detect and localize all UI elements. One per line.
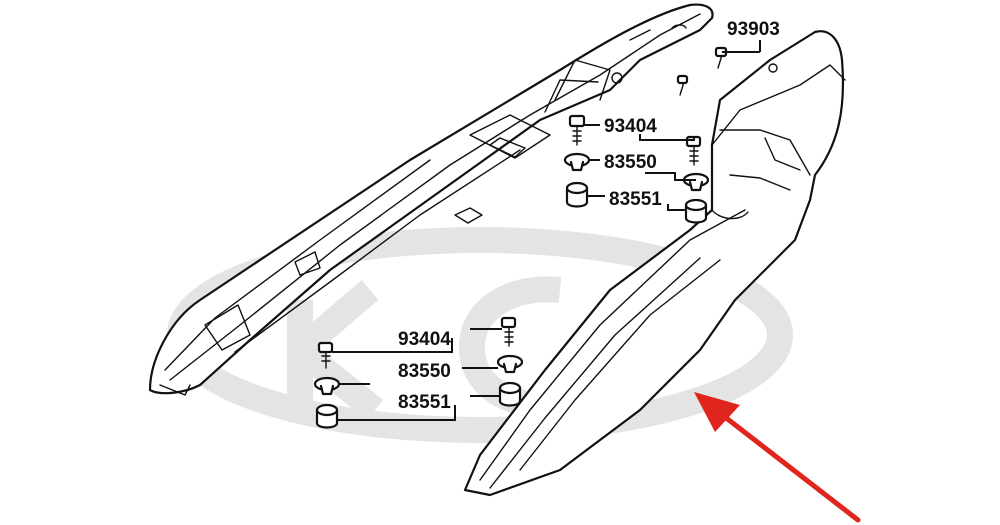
callout-83551-upper: 83551 (609, 189, 662, 210)
red-pointer-arrow (694, 392, 861, 523)
washer-lower-right (496, 354, 524, 374)
grommet-lower-left (315, 403, 339, 429)
leader-lines (332, 40, 761, 421)
screw-93903 (676, 46, 728, 96)
callout-93903: 93903 (727, 19, 780, 40)
bolt-lower-left (317, 341, 334, 369)
grommet-upper-right (684, 198, 708, 224)
washer-upper-right (682, 172, 710, 192)
grommet-lower-right (498, 381, 522, 407)
grommet-upper-left (565, 181, 589, 208)
callout-93404-lower: 93404 (398, 329, 451, 350)
bolt-upper-right (685, 135, 702, 166)
callout-83551-lower: 83551 (398, 392, 451, 413)
callout-83550-upper: 83550 (604, 152, 657, 173)
washer-upper-left (563, 152, 591, 172)
right-side-cover (463, 30, 846, 497)
callout-83550-lower: 83550 (398, 361, 451, 382)
bolt-upper-left (568, 114, 586, 146)
left-side-cover (148, 3, 714, 396)
washer-lower-left (313, 376, 341, 396)
bolt-lower-right (500, 316, 517, 347)
callout-93404-upper: 93404 (604, 116, 657, 137)
